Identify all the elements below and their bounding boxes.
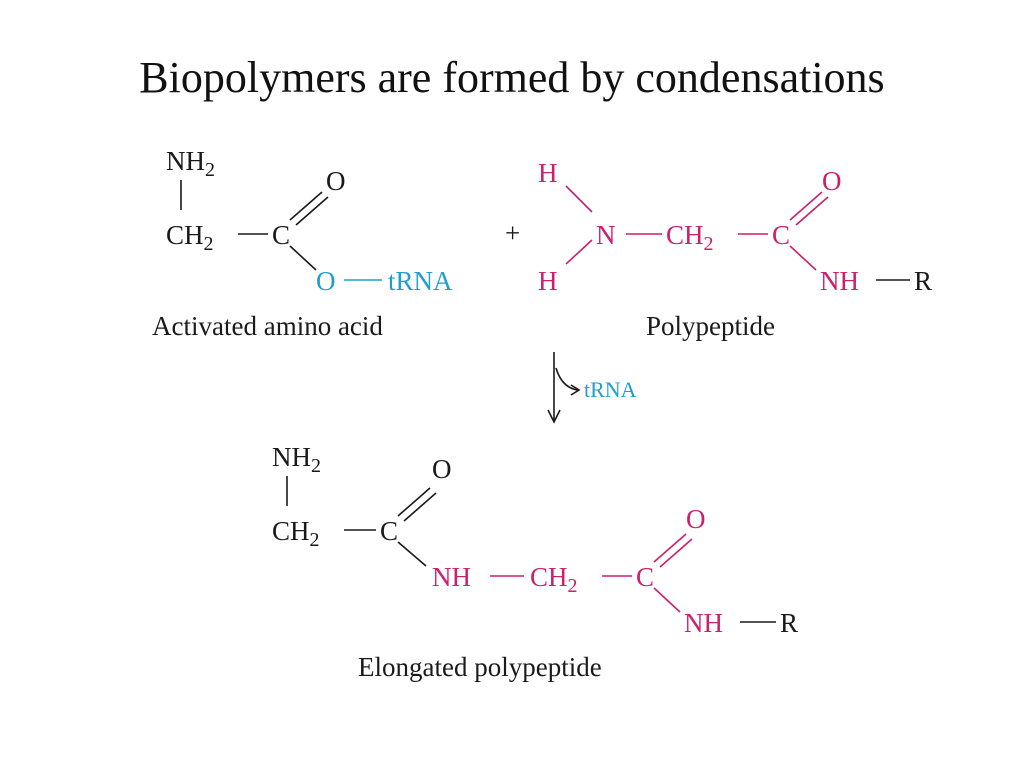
product-bond-c-nh-b: [653, 587, 681, 613]
double-bond-1: [289, 191, 323, 221]
activated-amino-acid: NH2 CH2 C O O tRNA Activated amino acid: [152, 146, 453, 341]
product-carbonyl-oxygen-b: O: [686, 504, 706, 534]
double-bond-3: [789, 191, 823, 221]
activated-amino-acid-label: Activated amino acid: [152, 311, 383, 341]
polypeptide-methylene: CH2: [666, 220, 714, 255]
release-curve: [555, 367, 579, 391]
carbonyl-carbon: C: [272, 220, 290, 250]
product-carbonyl-carbon-a: C: [380, 516, 398, 546]
product-r-group: R: [780, 608, 798, 638]
product-carbonyl-carbon-b: C: [636, 562, 654, 592]
carbonyl-oxygen: O: [326, 166, 346, 196]
methylene-group: CH2: [166, 220, 214, 255]
hydrogen-bottom: H: [538, 266, 558, 296]
double-bond-4: [795, 196, 829, 226]
product-double-bond-b2: [659, 538, 693, 568]
hydrogen-top: H: [538, 158, 558, 188]
release-arrowhead: [570, 384, 581, 396]
product-amine-group: NH2: [272, 442, 321, 477]
polypeptide: H H N CH2 C O NH R Polypeptide: [538, 158, 932, 341]
bond-h-n-bottom: [565, 239, 593, 265]
slide-title: Biopolymers are formed by condensations: [139, 53, 885, 102]
elongated-polypeptide: NH2 CH2 C O NH CH2 C O NH R Elongated po…: [272, 442, 798, 682]
plus-sign: +: [505, 218, 520, 248]
double-bond-2: [295, 196, 329, 226]
product-amide-nh: NH: [684, 608, 723, 638]
amine-group: NH2: [166, 146, 215, 181]
r-group: R: [914, 266, 932, 296]
product-bond-c-nh-a: [397, 541, 427, 567]
bond-c-nh: [789, 245, 817, 271]
elongated-polypeptide-label: Elongated polypeptide: [358, 652, 602, 682]
amino-nitrogen: N: [596, 220, 616, 250]
bond-c-o: [289, 245, 317, 271]
product-methylene-a: CH2: [272, 516, 320, 551]
released-trna: tRNA: [584, 377, 637, 402]
trna-label: tRNA: [388, 266, 453, 296]
bond-h-n-top: [565, 185, 593, 213]
peptide-bond-nh: NH: [432, 562, 471, 592]
product-double-bond-b1: [653, 533, 687, 563]
reaction-arrow: tRNA: [547, 352, 637, 424]
polypeptide-label: Polypeptide: [646, 311, 775, 341]
polypeptide-carbonyl-oxygen: O: [822, 166, 842, 196]
ester-oxygen: O: [316, 266, 336, 296]
product-carbonyl-oxygen-a: O: [432, 454, 452, 484]
product-double-bond-a1: [397, 487, 431, 517]
polypeptide-carbonyl-carbon: C: [772, 220, 790, 250]
product-double-bond-a2: [403, 492, 437, 522]
arrow-head: [547, 409, 561, 424]
amide-nh: NH: [820, 266, 859, 296]
product-methylene-b: CH2: [530, 562, 578, 597]
